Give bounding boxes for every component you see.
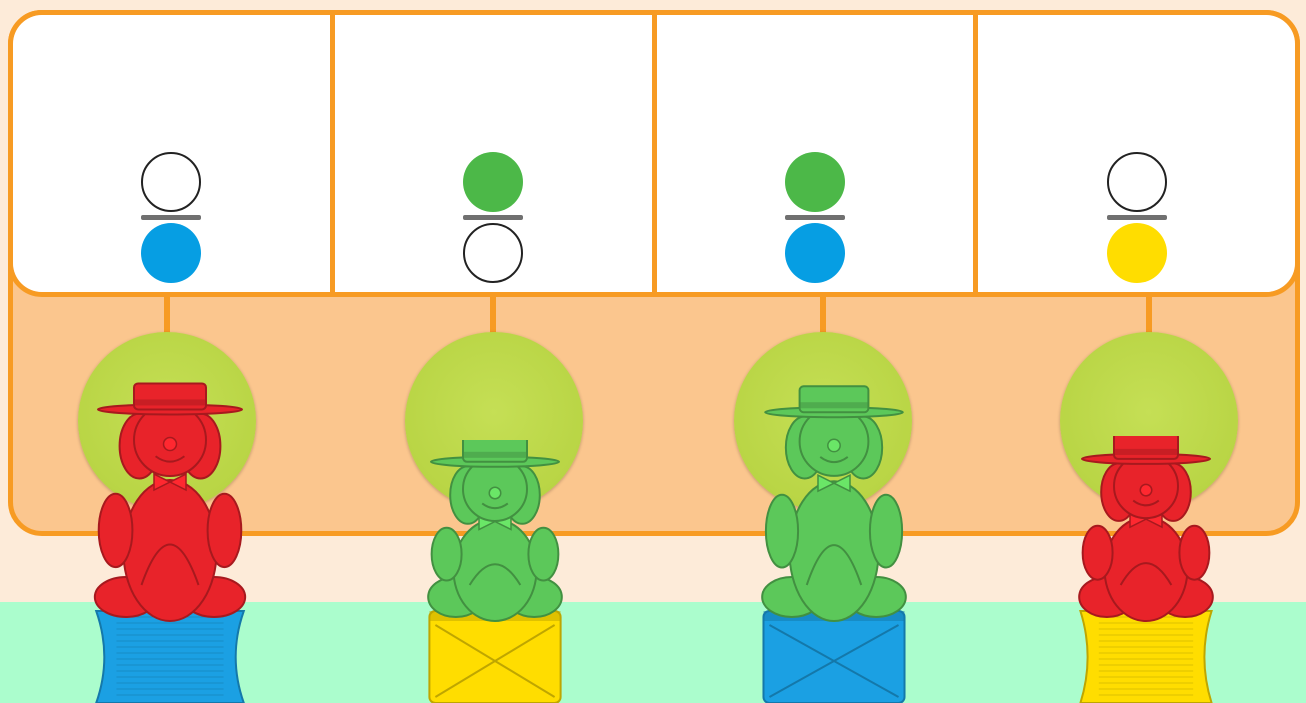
clue-card-4 [1105, 152, 1169, 283]
connector-4 [1146, 297, 1152, 335]
card-row [8, 10, 1300, 297]
spool-pedestal [1080, 611, 1211, 703]
card-slot-3[interactable] [657, 15, 979, 292]
hat-color-dot [463, 152, 523, 212]
connector-2 [490, 297, 496, 335]
divider-bar [785, 215, 845, 220]
divider-bar [1107, 215, 1167, 220]
clown-figure [95, 383, 245, 621]
connector-3 [820, 297, 826, 335]
pedestal-color-dot [463, 223, 523, 283]
hat-color-dot [1107, 152, 1167, 212]
clue-card-3 [783, 152, 847, 283]
card-slot-2[interactable] [335, 15, 657, 292]
clown-figure [1079, 436, 1213, 621]
clown-piece-4[interactable] [1066, 436, 1226, 703]
connector-1 [164, 297, 170, 335]
clue-card-1 [139, 152, 203, 283]
drum-pedestal [763, 611, 904, 703]
card-slot-1[interactable] [13, 15, 335, 292]
clown-piece-2[interactable] [415, 440, 575, 703]
hat-color-dot [785, 152, 845, 212]
pedestal-color-dot [785, 223, 845, 283]
spool-pedestal [96, 611, 244, 703]
clown-figure [428, 440, 562, 621]
drum-pedestal [429, 611, 560, 703]
clue-card-2 [461, 152, 525, 283]
card-slot-4[interactable] [978, 15, 1295, 292]
hat-color-dot [141, 152, 201, 212]
clown-piece-3[interactable] [748, 374, 920, 703]
clown-piece-1[interactable] [80, 372, 260, 703]
pedestal-color-dot [141, 223, 201, 283]
divider-bar [141, 215, 201, 220]
pedestal-color-dot [1107, 223, 1167, 283]
clown-figure [762, 386, 906, 621]
divider-bar [463, 215, 523, 220]
